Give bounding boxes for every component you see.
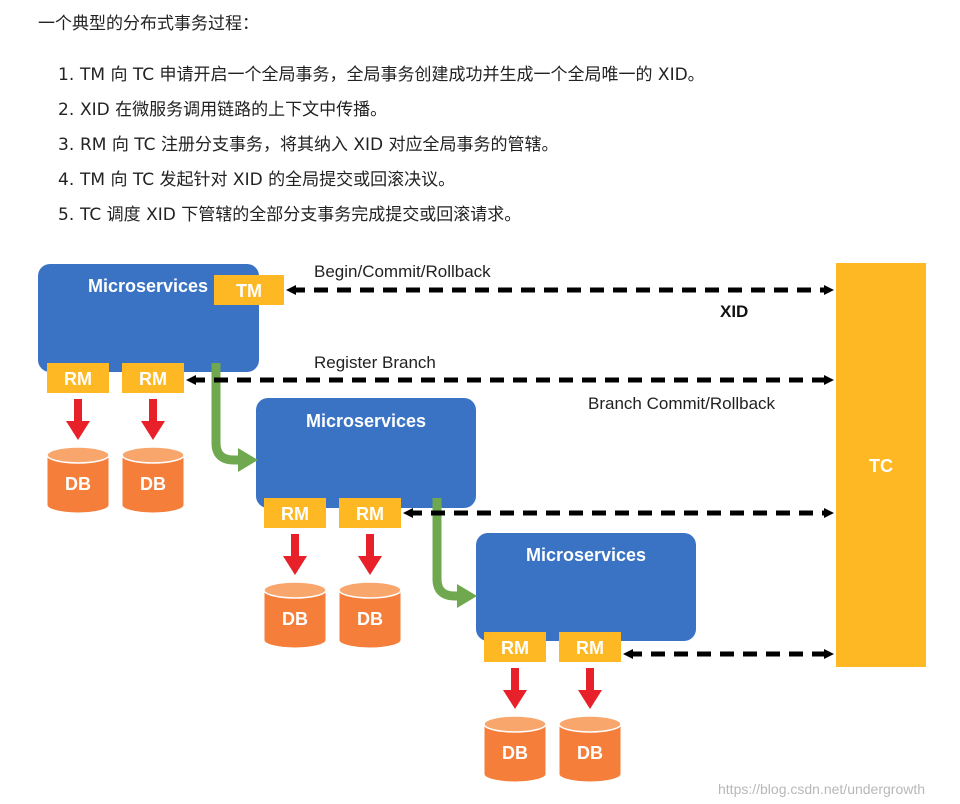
call-arrow xyxy=(211,363,240,465)
rm-label: RM xyxy=(64,369,92,389)
rm-to-db-arrow xyxy=(578,668,602,709)
step-number: 1. xyxy=(58,65,75,85)
rm-box xyxy=(264,498,326,528)
step-text: TM 向 TC 发起针对 XID 的全局提交或回滚决议。 xyxy=(80,170,456,190)
rm-box xyxy=(484,632,546,662)
watermark: https://blog.csdn.net/undergrowth xyxy=(718,781,925,797)
call-arrow xyxy=(432,498,459,601)
step-number: 2. xyxy=(58,100,75,120)
step-text: XID 在微服务调用链路的上下文中传播。 xyxy=(80,100,388,120)
rm-to-db-arrow xyxy=(358,534,382,575)
db-label: DB xyxy=(140,474,166,494)
tm-label: TM xyxy=(236,281,262,301)
step-number: 4. xyxy=(58,170,75,190)
step-item: 4.TM 向 TC 发起针对 XID 的全局提交或回滚决议。 xyxy=(58,165,705,200)
microservice-label: Microservices xyxy=(526,545,646,565)
step-item: 2.XID 在微服务调用链路的上下文中传播。 xyxy=(58,95,705,130)
db-cylinder: DB xyxy=(121,446,185,514)
db-label: DB xyxy=(502,743,528,763)
tm-box xyxy=(214,275,284,305)
step-number: 3. xyxy=(58,135,75,155)
rm-label: RM xyxy=(139,369,167,389)
rm-label: RM xyxy=(281,504,309,524)
db-label: DB xyxy=(65,474,91,494)
edge-label-register-branch: Register Branch xyxy=(314,353,436,372)
rm-box xyxy=(559,632,621,662)
microservice-label: Microservices xyxy=(306,411,426,431)
rm-to-db-arrow xyxy=(503,668,527,709)
rm-to-db-arrow xyxy=(66,399,90,440)
edge-label-begin-commit-rollback: Begin/Commit/Rollback xyxy=(314,262,491,281)
rm-to-db-arrow xyxy=(141,399,165,440)
db-cylinder: DB xyxy=(263,581,327,649)
tc-label: TC xyxy=(869,456,893,476)
db-cylinder: DB xyxy=(338,581,402,649)
step-text: TC 调度 XID 下管辖的全部分支事务完成提交或回滚请求。 xyxy=(80,205,522,225)
step-list: 1.TM 向 TC 申请开启一个全局事务，全局事务创建成功并生成一个全局唯一的 … xyxy=(58,60,705,235)
intro-text: 一个典型的分布式事务过程： xyxy=(38,14,259,34)
step-text: RM 向 TC 注册分支事务，将其纳入 XID 对应全局事务的管辖。 xyxy=(80,135,559,155)
rm-box xyxy=(47,363,109,393)
rm-label: RM xyxy=(576,638,604,658)
rm-label: RM xyxy=(356,504,384,524)
db-label: DB xyxy=(357,609,383,629)
db-cylinder: DB xyxy=(483,715,547,783)
rm-box xyxy=(122,363,184,393)
step-text: TM 向 TC 申请开启一个全局事务，全局事务创建成功并生成一个全局唯一的 XI… xyxy=(80,65,705,85)
db-cylinder: DB xyxy=(46,446,110,514)
db-label: DB xyxy=(577,743,603,763)
step-item: 1.TM 向 TC 申请开启一个全局事务，全局事务创建成功并生成一个全局唯一的 … xyxy=(58,60,705,95)
microservice-box xyxy=(256,398,476,508)
call-arrow-head xyxy=(238,448,258,472)
db-cylinder: DB xyxy=(558,715,622,783)
edge-label-xid: XID xyxy=(720,302,748,321)
call-arrow-head xyxy=(457,584,477,608)
microservice-box xyxy=(38,264,259,372)
rm-to-db-arrow xyxy=(283,534,307,575)
tc-box xyxy=(836,263,926,667)
step-item: 5.TC 调度 XID 下管辖的全部分支事务完成提交或回滚请求。 xyxy=(58,200,705,235)
rm-box xyxy=(339,498,401,528)
rm-label: RM xyxy=(501,638,529,658)
db-label: DB xyxy=(282,609,308,629)
microservice-box xyxy=(476,533,696,641)
microservice-label: Microservices xyxy=(88,276,208,296)
step-item: 3.RM 向 TC 注册分支事务，将其纳入 XID 对应全局事务的管辖。 xyxy=(58,130,705,165)
edge-label-branch-commit-rollback: Branch Commit/Rollback xyxy=(588,394,776,413)
step-number: 5. xyxy=(58,205,75,225)
